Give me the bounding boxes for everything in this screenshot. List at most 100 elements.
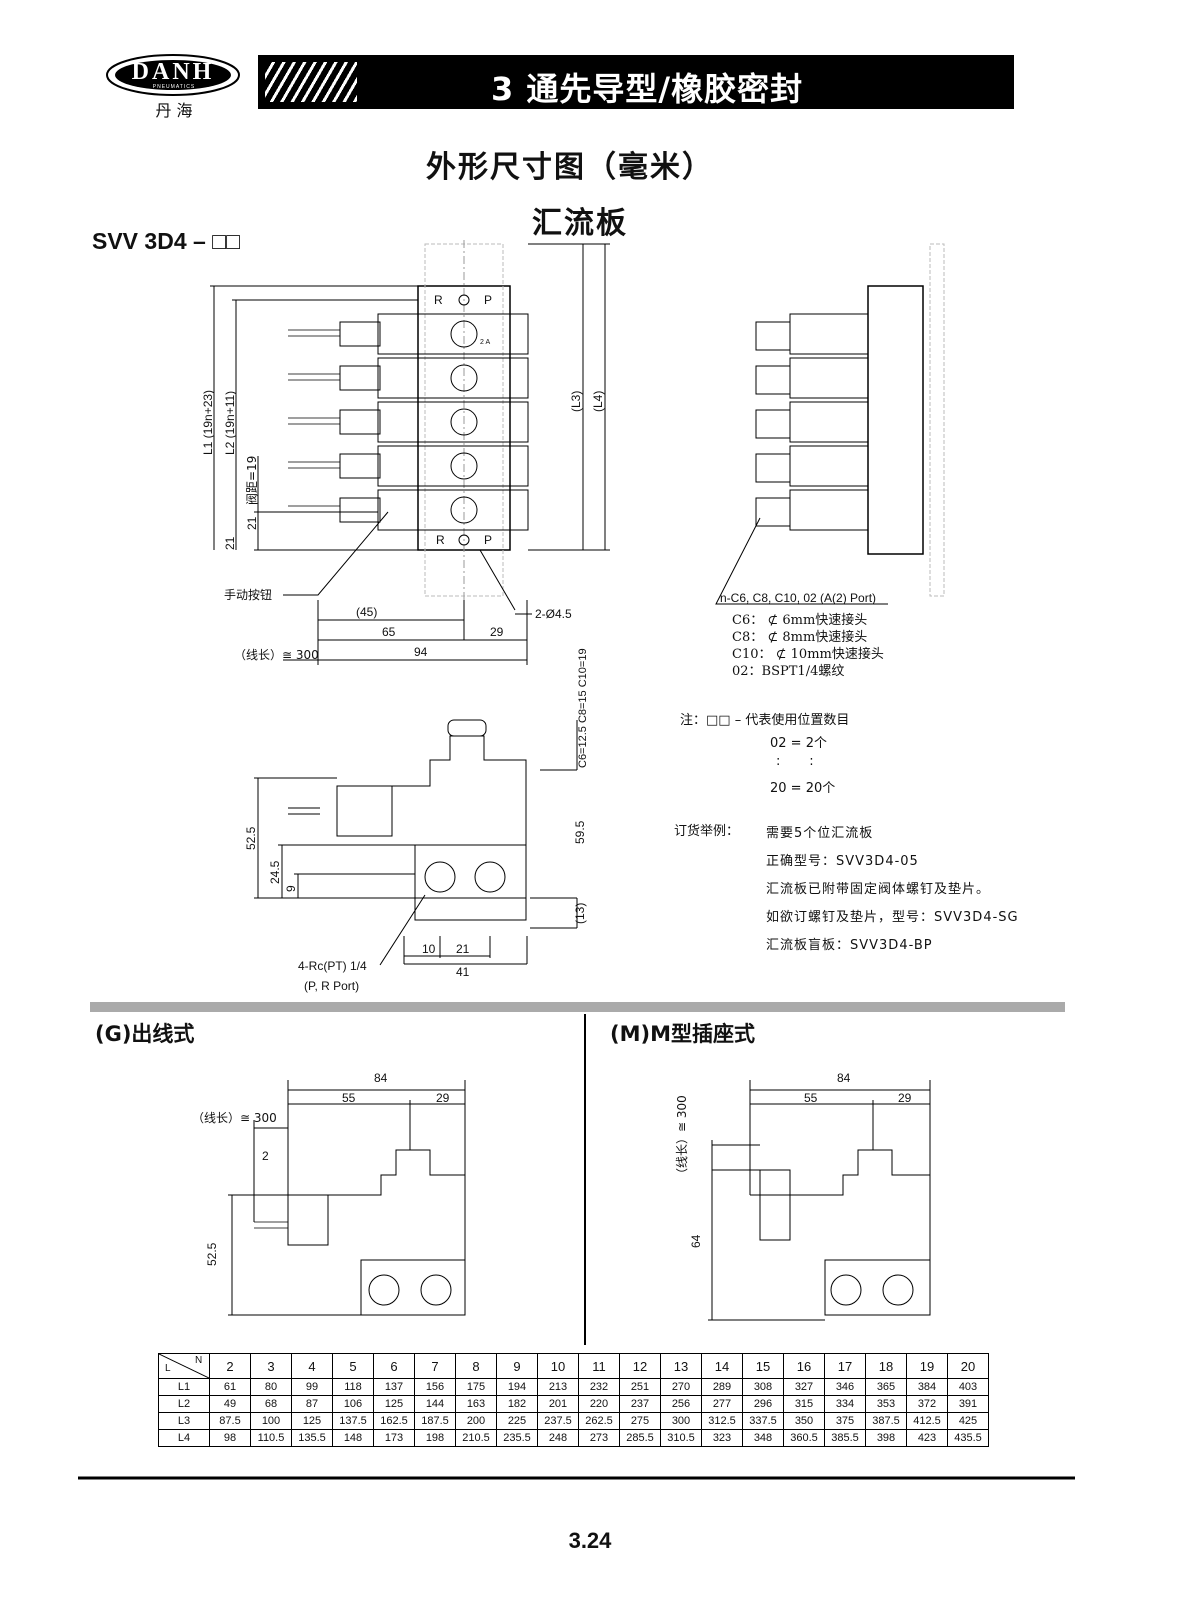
n-header: 9 (496, 1353, 538, 1379)
order-lines: 需要5个位汇流板 正确型号：SVV3D4-05 汇流板已附带固定阀体螺钉及垫片。… (766, 820, 1019, 960)
table-cell: 87 (291, 1395, 333, 1413)
dim-52-5-front: 52.5 (244, 826, 258, 850)
table-cell: 327 (783, 1378, 825, 1396)
dim-41: 41 (456, 965, 470, 979)
table-cell: 49 (209, 1395, 251, 1413)
table-cell: 148 (332, 1429, 374, 1447)
table-cell: 285.5 (619, 1429, 661, 1447)
table-cell: 375 (824, 1412, 866, 1430)
g-dim-84: 84 (374, 1071, 388, 1085)
valve-row-1 (339, 313, 529, 355)
table-cell: 315 (783, 1395, 825, 1413)
table-cell: 173 (373, 1429, 415, 1447)
table-cell: 334 (824, 1395, 866, 1413)
table-cell: 125 (291, 1412, 333, 1430)
dim-L2: L2 (19n+11) (223, 391, 237, 455)
order-line-2: 正确型号：SVV3D4-05 (766, 854, 919, 869)
n-header: 16 (783, 1353, 825, 1379)
table-cell: 403 (947, 1378, 989, 1396)
section-g-title: (G)出线式 (95, 1022, 195, 1046)
table-cell: 275 (619, 1412, 661, 1430)
valve-row-4 (339, 445, 529, 487)
table-cell: 270 (660, 1378, 702, 1396)
table-cell: 262.5 (578, 1412, 620, 1430)
table-cell: 435.5 (947, 1429, 989, 1447)
g-type-view (228, 1080, 466, 1316)
table-cell: 365 (865, 1378, 907, 1396)
page-subtitle: 汇流板 (532, 206, 628, 241)
corner-N: N (195, 1355, 203, 1366)
stripe-decoration (265, 62, 357, 102)
logo-subtext: PNEUMATICS (152, 84, 196, 90)
row-label: L2 (158, 1395, 210, 1413)
valve-front-view (288, 719, 527, 921)
dim-24-5: 24.5 (268, 860, 282, 884)
table-cell: 99 (291, 1378, 333, 1396)
fitting-c6: C6： ⊄ 6mm快速接头 (732, 613, 868, 628)
table-cell: 350 (783, 1412, 825, 1430)
note-example-2: 20 = 20个 (770, 781, 836, 796)
table-cell: 348 (742, 1429, 784, 1447)
n-header: 8 (455, 1353, 497, 1379)
table-cell: 248 (537, 1429, 579, 1447)
m-dim-84: 84 (837, 1071, 851, 1085)
table-cell: 391 (947, 1395, 989, 1413)
manual-button-label: 手动按钮 (224, 587, 272, 602)
n-header: 12 (619, 1353, 661, 1379)
g-dim-29: 29 (436, 1091, 450, 1105)
dim-21-b: 21 (223, 536, 237, 550)
table-cell: 300 (660, 1412, 702, 1430)
table-cell: 210.5 (455, 1429, 497, 1447)
table-cell: 135.5 (291, 1429, 333, 1447)
n-header: 4 (291, 1353, 333, 1379)
fitting-c10: C10： ⊄ 10mm快速接头 (732, 647, 884, 662)
n-header: 18 (865, 1353, 907, 1379)
dim-29-top: 29 (490, 625, 504, 639)
n-header: 10 (537, 1353, 579, 1379)
table-cell: 110.5 (250, 1429, 292, 1447)
note-dots: : : (776, 754, 814, 769)
wire-length-top: （线长）≅ 300 (234, 648, 319, 662)
dim-10: 10 (422, 942, 436, 956)
manifold-side-view (867, 285, 924, 555)
hole-label: 2-Ø4.5 (535, 607, 572, 621)
dim-L3: (L3) (569, 391, 583, 412)
n-header: 7 (414, 1353, 456, 1379)
row-label: L4 (158, 1429, 210, 1447)
table-cell: 425 (947, 1412, 989, 1430)
m-type-view (708, 1080, 931, 1321)
n-header: 6 (373, 1353, 415, 1379)
valve-row-2 (339, 357, 529, 399)
brand-logo: DANH PNEUMATICS 丹 海 (104, 53, 242, 120)
table-cell: 198 (414, 1429, 456, 1447)
page-number: 3.24 (568, 1528, 612, 1553)
table-cell: 194 (496, 1378, 538, 1396)
brand-name: 丹 海 (155, 101, 193, 120)
table-cell: 372 (906, 1395, 948, 1413)
order-line-5: 汇流板盲板：SVV3D4-BP (766, 938, 933, 953)
valve-row-3 (339, 401, 529, 443)
table-cell: 187.5 (414, 1412, 456, 1430)
table-cell: 175 (455, 1378, 497, 1396)
table-cell: 310.5 (660, 1429, 702, 1447)
table-cell: 312.5 (701, 1412, 743, 1430)
table-cell: 277 (701, 1395, 743, 1413)
dim-21-a: 21 (245, 516, 259, 530)
port-P-top: P (484, 293, 492, 307)
dim-L1: L1 (19n+23) (201, 390, 215, 455)
page-title: 外形尺寸图（毫米） (426, 150, 714, 185)
dim-94: 94 (414, 645, 428, 659)
table-cell: 337.5 (742, 1412, 784, 1430)
dim-9: 9 (284, 885, 298, 892)
table-cell: 237.5 (537, 1412, 579, 1430)
table-cell: 237 (619, 1395, 661, 1413)
fitting-c8: C8： ⊄ 8mm快速接头 (732, 630, 868, 645)
n-header: 2 (209, 1353, 251, 1379)
logo-text: DANH (131, 59, 215, 85)
g-dim-52-5: 52.5 (205, 1242, 219, 1266)
table-cell: 398 (865, 1429, 907, 1447)
table-corner: L N (158, 1353, 210, 1379)
